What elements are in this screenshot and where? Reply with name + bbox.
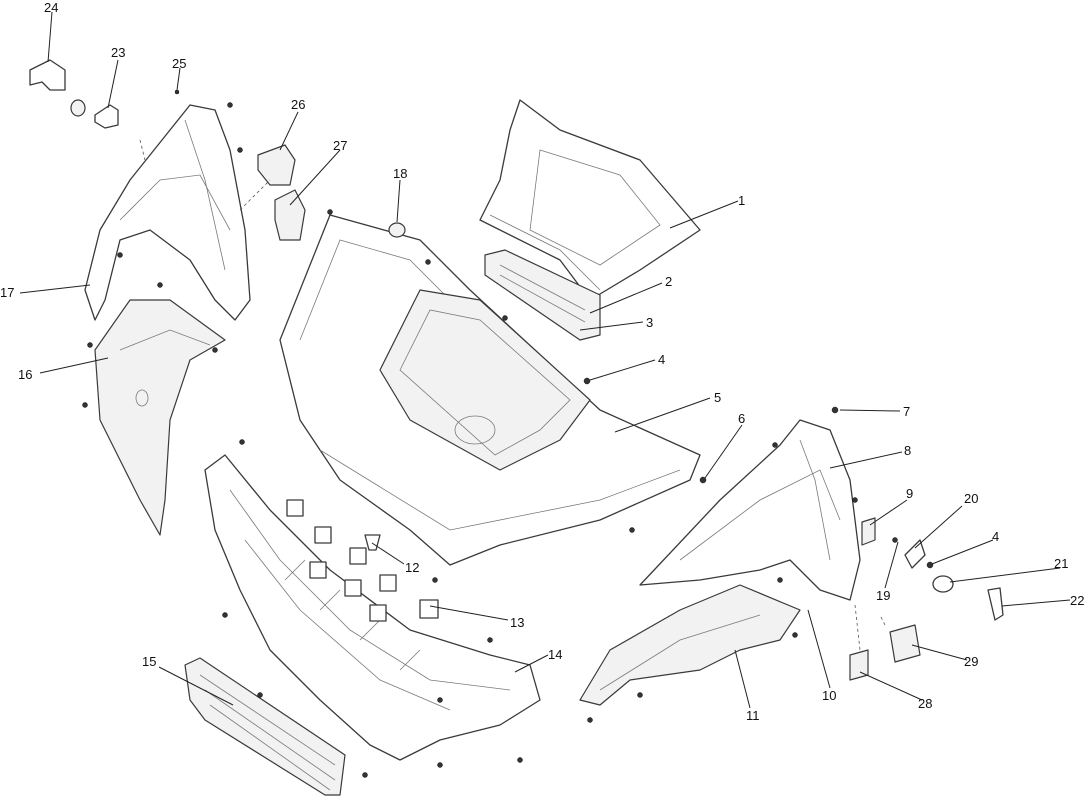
callout-11: 11 [746, 708, 760, 723]
callout-28: 28 [918, 696, 932, 711]
callout-3: 3 [646, 315, 653, 330]
callout-17: 17 [0, 285, 14, 300]
part-17-left-fender[interactable] [84, 104, 251, 321]
callout-21: 21 [1054, 556, 1068, 571]
part-27-bracket[interactable] [274, 189, 306, 241]
callout-15: 15 [142, 654, 156, 669]
callout-7: 7 [903, 404, 910, 419]
callout-23: 23 [111, 45, 125, 60]
part-9-latch[interactable] [861, 517, 876, 546]
callout-20: 20 [964, 491, 978, 506]
part-11-right-liner[interactable] [579, 584, 801, 706]
callout-2: 2 [665, 274, 672, 289]
callout-18: 18 [393, 166, 407, 181]
callout-29: 29 [964, 654, 978, 669]
callout-8: 8 [904, 443, 911, 458]
part-29-block[interactable] [889, 624, 921, 663]
callout-22: 22 [1070, 593, 1084, 608]
fasteners [82, 89, 934, 778]
part-24-bracket[interactable] [29, 59, 66, 91]
callout-12: 12 [405, 560, 419, 575]
part-16-left-liner[interactable] [94, 299, 226, 536]
part-13-pads[interactable] [286, 499, 439, 622]
part-3-bracket[interactable] [484, 249, 601, 341]
callout-10: 10 [822, 688, 836, 703]
callout-24: 24 [44, 0, 58, 15]
part-26-bracket[interactable] [257, 144, 296, 186]
callout-6: 6 [738, 411, 745, 426]
part-22-bracket[interactable] [987, 587, 1004, 621]
part-28-block[interactable] [849, 649, 869, 681]
callout-4: 4 [658, 352, 665, 367]
callout-5: 5 [714, 390, 721, 405]
callout-9: 9 [906, 486, 913, 501]
callout-19: 19 [876, 588, 890, 603]
part-20-bracket[interactable] [904, 539, 926, 569]
part-18-grommet[interactable] [388, 222, 406, 238]
leader-lines [19, 11, 1071, 709]
part-23-bracket[interactable] [70, 99, 119, 129]
callout-4b: 4 [992, 529, 999, 544]
part-8-right-fender[interactable] [639, 419, 861, 601]
part-5-front-hood-panel[interactable] [279, 214, 701, 566]
callout-1: 1 [738, 193, 745, 208]
callout-labels: 1 2 3 4 5 6 7 8 9 20 4 21 22 19 29 10 28… [0, 0, 1084, 723]
callout-16: 16 [18, 367, 32, 382]
part-21-cap[interactable] [932, 575, 954, 593]
assembly-lines [139, 139, 886, 651]
callout-13: 13 [510, 615, 524, 630]
callout-14: 14 [548, 647, 562, 662]
callout-25: 25 [172, 56, 186, 71]
part-12-clip[interactable] [364, 534, 381, 551]
part-15-grille[interactable] [184, 657, 346, 796]
callout-27: 27 [333, 138, 347, 153]
callout-26: 26 [291, 97, 305, 112]
